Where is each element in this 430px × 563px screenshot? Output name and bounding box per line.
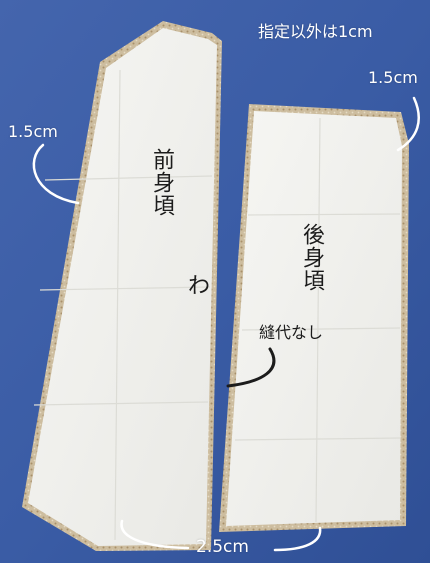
seam-left-side-label: 1.5cm [8, 122, 58, 141]
callout-lines [32, 96, 420, 552]
front-piece-paper [28, 28, 217, 546]
left-side-callout [32, 143, 80, 205]
seam-bottom-label: 2.5cm [196, 537, 249, 557]
no-seam-allowance-label: 縫代なし [259, 323, 324, 342]
instruction-label: 指定以外は1cm [258, 22, 373, 41]
back-piece-label: 後身頃 [299, 223, 324, 292]
back-piece-creases [234, 117, 401, 523]
bottom-right-callout [273, 526, 322, 552]
right-top-callout [396, 96, 420, 152]
bottom-left-callout [120, 519, 190, 550]
front-piece-creases [33, 69, 213, 541]
back-piece-paper [226, 111, 402, 526]
front-piece-label: 前身頃 [149, 148, 174, 217]
seam-right-top-label: 1.5cm [368, 68, 418, 87]
fold-mark-label: わ [188, 274, 211, 299]
no-seam-callout [226, 347, 276, 388]
